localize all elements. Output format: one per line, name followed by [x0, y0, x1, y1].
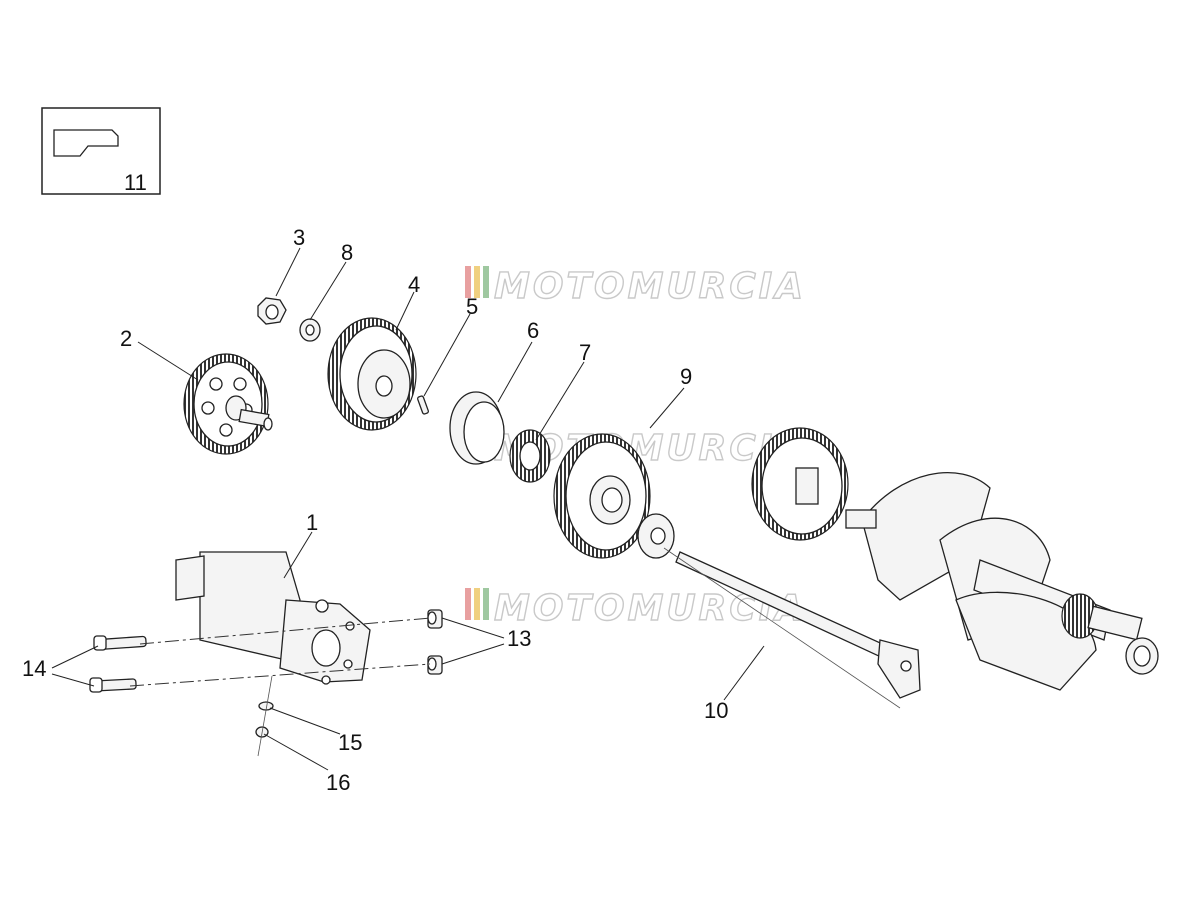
label-9: 9 [680, 364, 692, 389]
label-1: 1 [306, 510, 318, 535]
label-6: 6 [527, 318, 539, 343]
part-14-screw-upper[interactable] [93, 635, 147, 651]
part-13-bushing-upper[interactable] [427, 609, 443, 629]
label-14: 14 [22, 656, 46, 681]
part-1-starter-motor[interactable] [175, 551, 371, 685]
label-13: 13 [507, 626, 531, 651]
part-6-bearing-ring[interactable] [449, 391, 505, 465]
part-3-nut[interactable] [257, 297, 287, 325]
part-8-washer[interactable] [299, 318, 321, 342]
watermark-top: MOTOMURCIA [465, 265, 806, 308]
part-13-bushing-lower[interactable] [427, 655, 443, 675]
tool-icon [53, 129, 119, 157]
part-5-pin[interactable] [417, 395, 429, 415]
label-15: 15 [338, 730, 362, 755]
label-10: 10 [704, 698, 728, 723]
label-2: 2 [120, 326, 132, 351]
watermark-text: MOTOMURCIA [494, 266, 806, 307]
part-4-intermediate-gear[interactable] [327, 317, 417, 431]
part-14-screw-lower[interactable] [89, 677, 137, 693]
label-8: 8 [341, 240, 353, 265]
inset-box-11[interactable]: 11 [41, 107, 161, 195]
watermark-text: MOTOMURCIA [494, 428, 806, 469]
crankshaft-gear [751, 427, 849, 541]
part-9-starter-gear[interactable] [553, 433, 675, 559]
label-3: 3 [293, 225, 305, 250]
label-7: 7 [579, 340, 591, 365]
label-16: 16 [326, 770, 350, 795]
label-5: 5 [466, 294, 478, 319]
crankshaft [845, 472, 1159, 691]
part-2-idler-gear[interactable] [183, 353, 273, 455]
label-4: 4 [408, 272, 420, 297]
label-11: 11 [124, 170, 147, 195]
part-7-needle-bearing[interactable] [509, 429, 551, 483]
part-10-shaft[interactable] [663, 547, 921, 709]
watermark-middle: MOTOMURCIA [465, 427, 806, 470]
